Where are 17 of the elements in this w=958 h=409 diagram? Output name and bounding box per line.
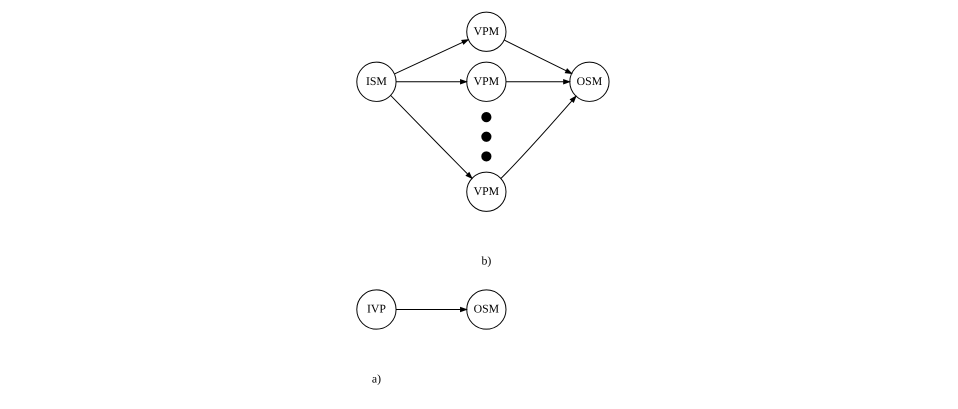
label: a) [371,372,380,386]
arrow [500,95,576,179]
arrow [394,39,469,74]
arrow [390,95,472,180]
arrow [505,79,570,85]
node-circle: ISM [356,62,396,102]
node-circle: VPM [466,12,506,52]
arrow [504,40,572,74]
node-dot [480,132,491,142]
arrow [395,79,468,85]
node-circle: OSM [466,289,506,330]
node-dot [480,112,491,122]
node-circle: IVP [356,289,396,330]
node-circle: VPM [466,62,506,102]
label: b) [480,254,491,268]
node-dot [480,151,491,162]
arrow [395,306,468,312]
